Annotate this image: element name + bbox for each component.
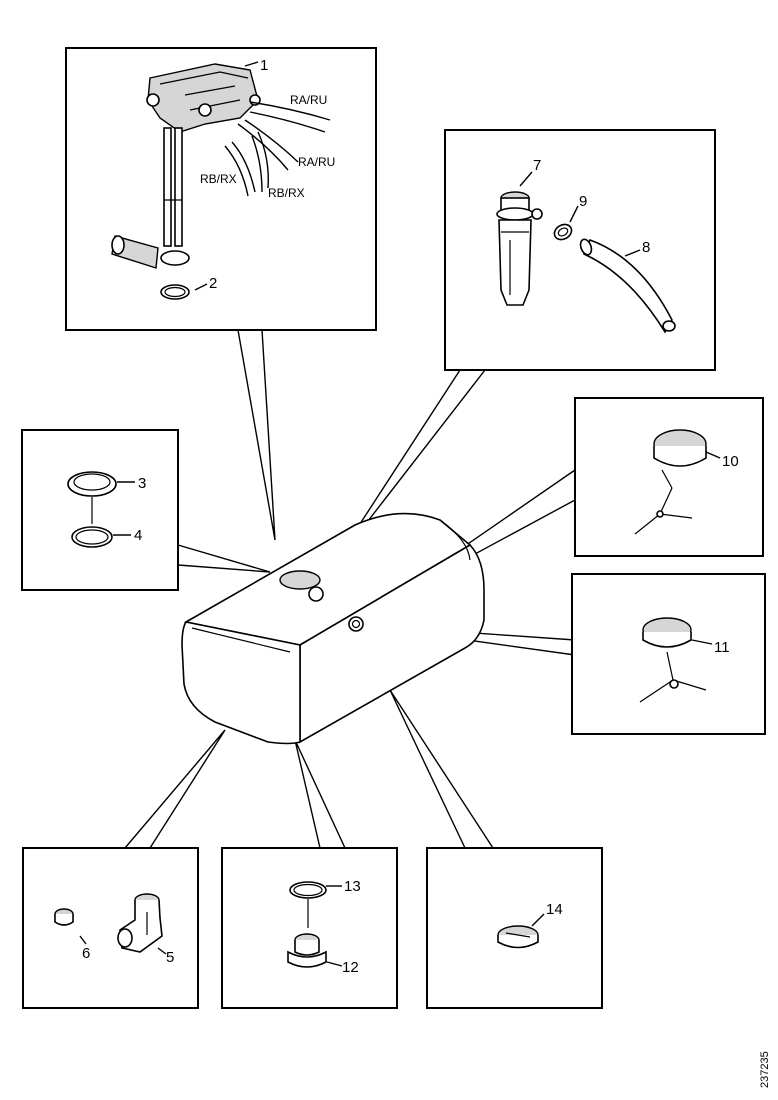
callout-9: 9 [579, 193, 587, 210]
filler-locking-ring-part [67, 471, 117, 497]
breather-hose-part [579, 238, 676, 334]
hose-label-rb-rx-right: RB/RX [268, 186, 305, 200]
callout-13: 13 [344, 878, 361, 895]
blanking-cap-part [497, 925, 539, 949]
panel-breather: 7 9 8 [444, 129, 716, 371]
callout-8: 8 [642, 239, 650, 256]
hose-label-ra-ru-top: RA/RU [290, 93, 327, 107]
drain-plug-part [287, 933, 327, 968]
drain-plug-cap-part [54, 908, 74, 926]
callout-3: 3 [138, 475, 146, 492]
plug-seal-ring-part [289, 881, 327, 899]
callout-10: 10 [722, 453, 739, 470]
callout-6: 6 [82, 945, 90, 962]
callout-7: 7 [533, 157, 541, 174]
panel-blanking-cap: 14 [426, 847, 603, 1009]
breather-clamp-part [553, 223, 573, 241]
document-number: 237235 [759, 1051, 771, 1088]
callout-14: 14 [546, 901, 563, 918]
callout-2: 2 [209, 275, 217, 292]
filler-cap-part-10 [634, 429, 707, 535]
panel-filler-cap-11: 11 [571, 573, 766, 735]
callout-12: 12 [342, 959, 359, 976]
panel-sender-unit: 1 2 RA/RU RA/RU RB/RX RB/RX [65, 47, 377, 331]
sender-seal-ring-part [160, 284, 190, 300]
callout-11: 11 [714, 639, 730, 656]
drain-valve-part [117, 893, 163, 953]
hose-label-rb-rx-left: RB/RX [200, 172, 237, 186]
panel-filler-ring: 3 4 [21, 429, 179, 591]
callout-1: 1 [260, 57, 268, 74]
panel-filler-cap-10: 10 [574, 397, 764, 557]
panel-drain-valve: 6 5 [22, 847, 199, 1009]
fuel-tank [181, 512, 485, 745]
callout-4: 4 [134, 527, 142, 544]
filler-seal-ring-part [71, 526, 113, 548]
panel-drain-plug: 13 12 [221, 847, 398, 1009]
callout-5: 5 [166, 949, 174, 966]
hose-label-ra-ru-mid: RA/RU [298, 155, 335, 169]
filler-cap-part-11 [639, 617, 707, 703]
fuel-sender-unit-part [111, 63, 331, 269]
breather-valve-part [496, 191, 543, 306]
